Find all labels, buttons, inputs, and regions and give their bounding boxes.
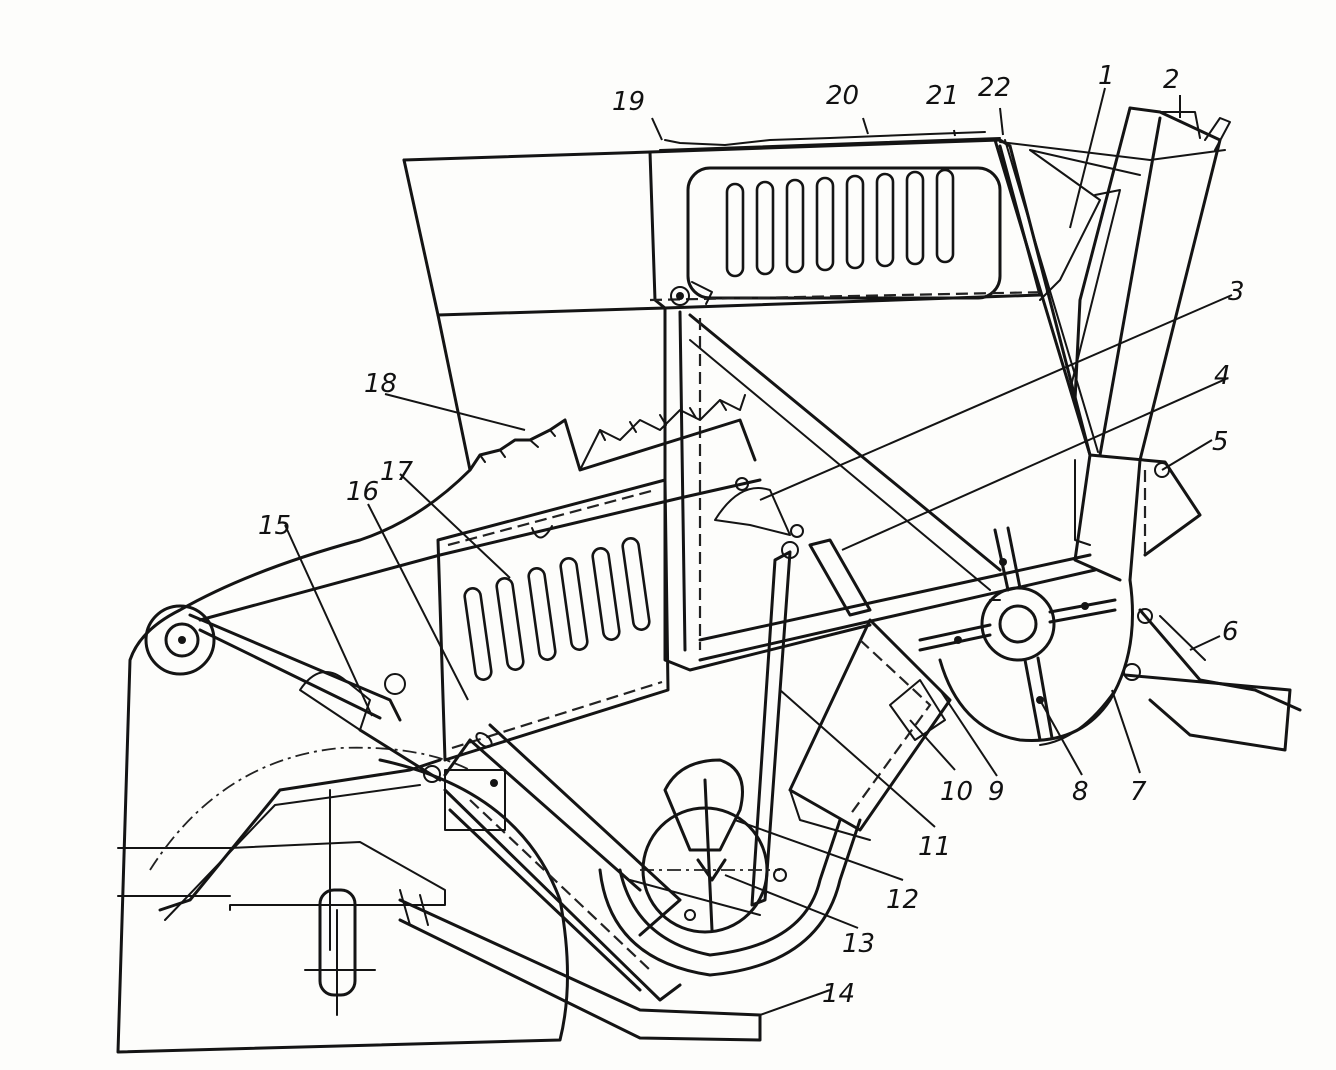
inner-frame [663,281,1002,672]
callout-18: 18 [364,369,397,399]
draw-bar [398,889,762,1042]
lower-conveyor [443,723,682,1002]
callout-8: 8 [1072,777,1089,807]
auger-trough [598,758,862,977]
sawtooth-feeder [468,394,757,472]
callout-7: 7 [1130,777,1147,807]
elevator-column [993,106,1231,582]
upper-hopper [648,131,1051,310]
right-housing [1074,453,1202,560]
callout-13: 13 [842,929,875,959]
callout-5: 5 [1212,427,1229,457]
callout-10: 10 [940,777,973,807]
wheel-assembly [304,789,376,1016]
callout-16: 16 [346,477,379,507]
callout-17: 17 [380,457,414,487]
left-pulley [144,604,442,921]
rotor-drum [918,526,1134,746]
callout-1: 1 [1098,61,1115,91]
lever-rod [750,541,799,907]
callout-22: 22 [978,73,1011,103]
callout-21: 21 [926,81,959,111]
discharge-chute [1123,608,1302,752]
callout-6: 6 [1222,617,1239,647]
callout-20: 20 [826,81,859,111]
callout-19: 19 [612,87,645,117]
inclined-guide [788,618,952,841]
callout-14: 14 [822,979,855,1009]
callout-labels: 1 2 3 4 5 6 7 8 9 10 11 12 13 14 15 16 1… [258,61,1245,1009]
callout-15: 15 [258,511,291,541]
callout-2: 2 [1163,65,1180,95]
lower-panel [436,478,670,762]
callout-3: 3 [1228,277,1245,307]
upper-hopper-slots [725,168,955,278]
callout-11: 11 [918,832,951,862]
callout-4: 4 [1214,361,1231,391]
leader-lines [284,87,1233,1016]
callout-12: 12 [886,885,919,915]
callout-9: 9 [988,777,1005,807]
conveyor-bars [198,477,1097,662]
